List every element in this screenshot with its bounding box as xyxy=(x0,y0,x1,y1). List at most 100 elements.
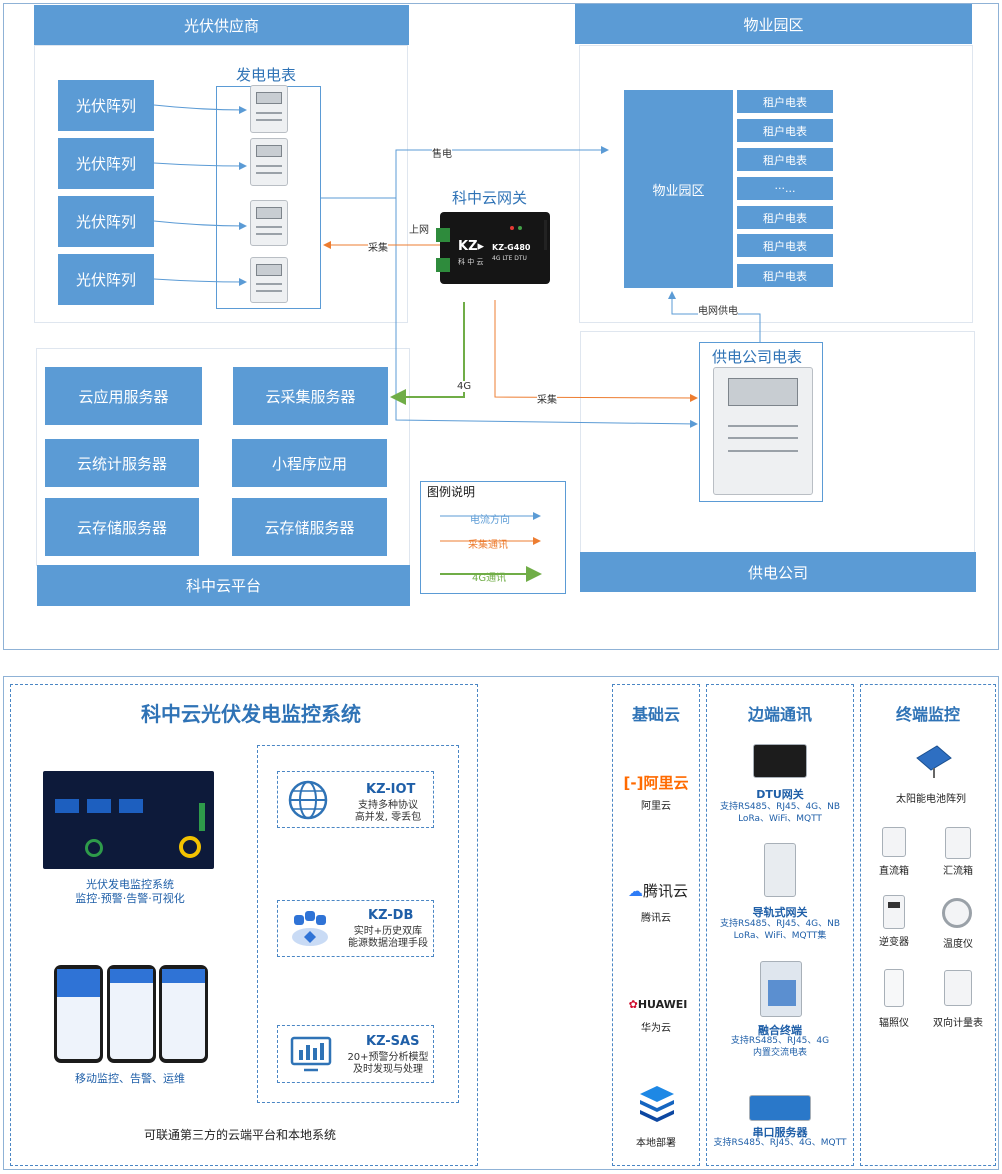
utility-meter-title: 供电公司电表 xyxy=(712,348,803,366)
dc-box-image xyxy=(882,827,906,857)
dashboard-caption-2: 监控·预警·告警·可视化 xyxy=(75,892,185,905)
collect-label-1: 采集 xyxy=(368,239,388,254)
dashboard-image xyxy=(43,771,214,869)
tenant-meter-1: 租户电表 xyxy=(737,90,833,113)
terminal-column xyxy=(860,684,996,1166)
legend-power-label: 电流方向 xyxy=(470,515,510,526)
inverter-caption: 逆变器 xyxy=(879,937,909,948)
combiner-box-image xyxy=(945,827,971,859)
collect-label-2: 采集 xyxy=(537,391,557,406)
generation-meter-3 xyxy=(250,200,288,246)
aliyun-logo-text: 阿里云 xyxy=(643,774,689,792)
generation-meter-1 xyxy=(250,85,288,133)
pv-array-3: 光伏阵列 xyxy=(58,196,154,247)
pv-array-1: 光伏阵列 xyxy=(58,80,154,131)
gateway-device: KZ▸ 科 中 云 KZ-G480 4G LTE DTU xyxy=(440,212,550,284)
legend-title: 图例说明 xyxy=(427,485,476,499)
serial-server-image xyxy=(749,1095,811,1121)
local-deploy-caption: 本地部署 xyxy=(636,1138,676,1149)
din-gateway-desc-1: 支持RS485、RJ45、4G、NB xyxy=(719,919,841,929)
irradiance-meter-caption: 辐照仪 xyxy=(879,1018,909,1029)
grid-label: 电网供电 xyxy=(698,302,738,317)
tenant-meter-2: 租户电表 xyxy=(737,119,833,142)
third-party-caption: 可联通第三方的云端平台和本地系统 xyxy=(143,1128,336,1142)
grid-line xyxy=(668,291,761,342)
edge-title: 边端通讯 xyxy=(747,705,812,724)
combiner-box-caption: 汇流箱 xyxy=(943,866,973,877)
dashboard-caption-1: 光伏发电监控系统 xyxy=(86,878,174,891)
server-stats: 云统计服务器 xyxy=(45,439,199,487)
fusion-terminal-desc-2: 内置交流电表 xyxy=(752,1048,807,1058)
gateway-title: 科中云网关 xyxy=(452,189,528,207)
pv-array-4: 光伏阵列 xyxy=(58,254,154,305)
gateway-brand-cn: 科 中 云 xyxy=(458,258,484,266)
edge-column xyxy=(706,684,854,1166)
dtu-gateway-desc-2: LoRa、WiFi、MQTT xyxy=(738,814,822,824)
system-title: 科中云光伏发电监控系统 xyxy=(141,702,361,726)
tenant-meter-6: 租户电表 xyxy=(737,264,833,287)
cloud-title: 基础云 xyxy=(631,705,680,724)
product-desc-sas-2: 及时发现与处理 xyxy=(353,1064,423,1075)
generation-meter-2 xyxy=(250,138,288,186)
serial-server-desc-1: 支持RS485、RJ45、4G、MQTT xyxy=(713,1138,847,1148)
thermometer-caption: 温度仪 xyxy=(943,939,973,950)
product-desc-iot-1: 支持多种协议 xyxy=(358,800,418,811)
legend-collect-label: 采集通讯 xyxy=(468,540,508,551)
mini-program-app: 小程序应用 xyxy=(232,439,387,487)
tencent-logo: ☁腾讯云 xyxy=(627,882,688,900)
huawei-logo-text: HUAWEI xyxy=(637,998,688,1011)
monitor-chart-icon xyxy=(290,1036,332,1072)
phone-image-1 xyxy=(54,965,103,1063)
tenant-meter-4: 租户电表 xyxy=(737,206,833,229)
din-gateway-name: 导轨式网关 xyxy=(752,906,808,919)
connector-layer xyxy=(153,104,761,582)
products-section xyxy=(257,745,459,1103)
sell-line xyxy=(321,146,609,199)
phone-image-3 xyxy=(159,965,208,1063)
fusion-terminal-image xyxy=(760,961,802,1017)
phone-image-2 xyxy=(107,965,156,1063)
product-name-db: KZ-DB xyxy=(368,908,414,923)
4g-line xyxy=(390,302,465,405)
tencent-logo-text: 腾讯云 xyxy=(642,882,688,900)
solar-array-caption: 太阳能电池阵列 xyxy=(896,794,966,805)
gateway-terminal-left-icon-2 xyxy=(436,258,450,272)
tenant-meter-3: 租户电表 xyxy=(737,148,833,171)
product-card-db: KZ-DB 实时+历史双库 能源数据治理手段 xyxy=(277,900,434,957)
gateway-led-icon xyxy=(510,226,514,230)
aliyun-logo: [-]阿里云 xyxy=(623,774,689,792)
product-card-sas: KZ-SAS 20+预警分析模型 及时发现与处理 xyxy=(277,1025,434,1083)
server-collect: 云采集服务器 xyxy=(233,367,388,425)
generation-meter-4 xyxy=(250,257,288,303)
product-desc-db-2: 能源数据治理手段 xyxy=(348,938,428,949)
gateway-terminal-left-icon xyxy=(436,228,450,242)
product-desc-iot-2: 高并发, 零丢包 xyxy=(354,812,422,823)
dtu-gateway-desc-1: 支持RS485、RJ45、4G、NB xyxy=(719,802,841,812)
tencent-caption: 腾讯云 xyxy=(641,913,671,924)
gateway-led-icon-2 xyxy=(518,226,522,230)
pv-supplier-header: 光伏供应商 xyxy=(34,5,409,45)
platform-footer: 科中云平台 xyxy=(37,565,410,606)
globe-icon xyxy=(288,780,328,820)
collect-line-2 xyxy=(494,300,698,402)
product-card-iot: KZ-IOT 支持多种协议 高并发, 零丢包 xyxy=(277,771,434,828)
legend-4g-label: 4G通讯 xyxy=(472,573,507,584)
solar-panel-icon xyxy=(916,745,952,778)
dc-box-caption: 直流箱 xyxy=(879,866,909,877)
sell-label: 售电 xyxy=(432,145,452,160)
irradiance-meter-image xyxy=(884,969,904,1007)
mobile-caption: 移动监控、告警、运维 xyxy=(75,1072,185,1085)
product-desc-sas-1: 20+预警分析模型 xyxy=(347,1052,429,1063)
huawei-logo: ✿HUAWEI xyxy=(628,998,688,1011)
terminal-title: 终端监控 xyxy=(895,705,960,724)
din-gateway-image xyxy=(764,843,796,897)
local-server-icon xyxy=(640,1086,674,1122)
aliyun-caption: 阿里云 xyxy=(641,801,671,812)
serial-server-name: 串口服务器 xyxy=(752,1126,808,1139)
dtu-gateway-image xyxy=(753,744,807,778)
pv-array-2: 光伏阵列 xyxy=(58,138,154,189)
tenant-meter-5: 租户电表 xyxy=(737,234,833,257)
server-storage-2: 云存储服务器 xyxy=(232,498,387,556)
tenant-meter-ellipsis: ···... xyxy=(737,177,833,200)
fusion-terminal-desc-1: 支持RS485、RJ45、4G xyxy=(730,1036,830,1046)
